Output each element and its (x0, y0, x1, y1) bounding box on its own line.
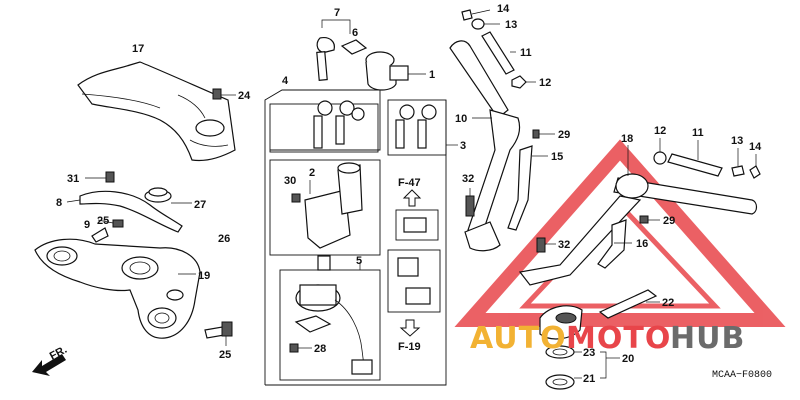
bracket-15-part (465, 129, 555, 231)
ignition-switch-body (269, 159, 381, 256)
bolt-24-part (212, 88, 236, 100)
callout-28: 28 (314, 343, 326, 355)
right-bar-end-parts (653, 138, 761, 179)
callout-18: 18 (621, 133, 633, 145)
callout-31: 31 (67, 173, 79, 185)
front-direction-arrow (32, 354, 66, 376)
key-7-part (316, 19, 351, 81)
callout-29-right: 29 (663, 215, 675, 227)
callout-26: 26 (218, 233, 230, 245)
callout-6: 6 (352, 27, 358, 39)
drawing-code: MCAA−F0800 (712, 370, 772, 381)
left-small-parts (66, 171, 192, 243)
callout-13-right: 13 (731, 135, 743, 147)
callout-2: 2 (309, 167, 315, 179)
watermark-word-hub: HUB (670, 321, 745, 356)
callout-13-top: 13 (505, 19, 517, 31)
callout-7: 7 (334, 7, 340, 19)
watermark-word-moto: MOTO (566, 321, 671, 356)
callout-11-right: 11 (692, 127, 704, 139)
ignition-lock-part (365, 51, 426, 91)
callout-24: 24 (238, 90, 251, 102)
key-6-part (340, 39, 368, 55)
callout-22: 22 (662, 297, 674, 309)
callout-8: 8 (56, 197, 62, 209)
bolt-25-bottom-part (204, 321, 233, 346)
callout-14-right: 14 (749, 141, 762, 153)
watermark-word-auto: AUTO (470, 321, 567, 356)
callout-1: 1 (429, 69, 435, 81)
ref-box-f47 (395, 189, 439, 241)
key-set-3-box (265, 99, 458, 386)
callout-25-bottom: 25 (219, 349, 231, 361)
callout-27: 27 (194, 199, 206, 211)
ref-label-f47: F-47 (398, 177, 421, 189)
callout-29-top: 29 (558, 129, 570, 141)
left-handlebar-part (449, 40, 521, 252)
callout-11-top: 11 (520, 47, 532, 59)
ref-label-f19: F-19 (398, 341, 421, 353)
callout-3: 3 (460, 140, 466, 152)
callout-25-top: 25 (97, 215, 109, 227)
callout-10: 10 (455, 113, 467, 125)
callout-30: 30 (284, 175, 296, 187)
callout-12-top: 12 (539, 77, 551, 89)
callout-14-top: 14 (497, 3, 510, 15)
callout-19: 19 (198, 270, 210, 282)
callout-labels: 7 6 1 4 17 24 31 8 27 9 25 19 25 26 30 2… (56, 3, 762, 385)
callout-15: 15 (551, 151, 563, 163)
callout-5: 5 (356, 255, 362, 267)
callout-4: 4 (282, 75, 289, 87)
stem-parts (539, 305, 620, 390)
callout-17: 17 (132, 43, 144, 55)
keys-pair (313, 100, 365, 149)
bar-end-parts (461, 9, 536, 89)
callout-9: 9 (84, 219, 90, 231)
top-cover-part (77, 61, 236, 162)
callout-21: 21 (583, 373, 595, 385)
callout-12-right: 12 (654, 125, 666, 137)
callout-32-left: 32 (462, 173, 474, 185)
callout-32-right: 32 (558, 239, 570, 251)
bottom-bridge-part (34, 238, 201, 339)
callout-20: 20 (622, 353, 634, 365)
callout-23: 23 (583, 347, 595, 359)
right-handlebar-part (518, 145, 758, 286)
clip-22-part (598, 289, 660, 319)
watermark-text: AUTO MOTO HUB (470, 321, 745, 356)
ref-box-f19 (387, 249, 441, 337)
callout-16: 16 (636, 238, 648, 250)
switch-box-5 (279, 255, 381, 381)
